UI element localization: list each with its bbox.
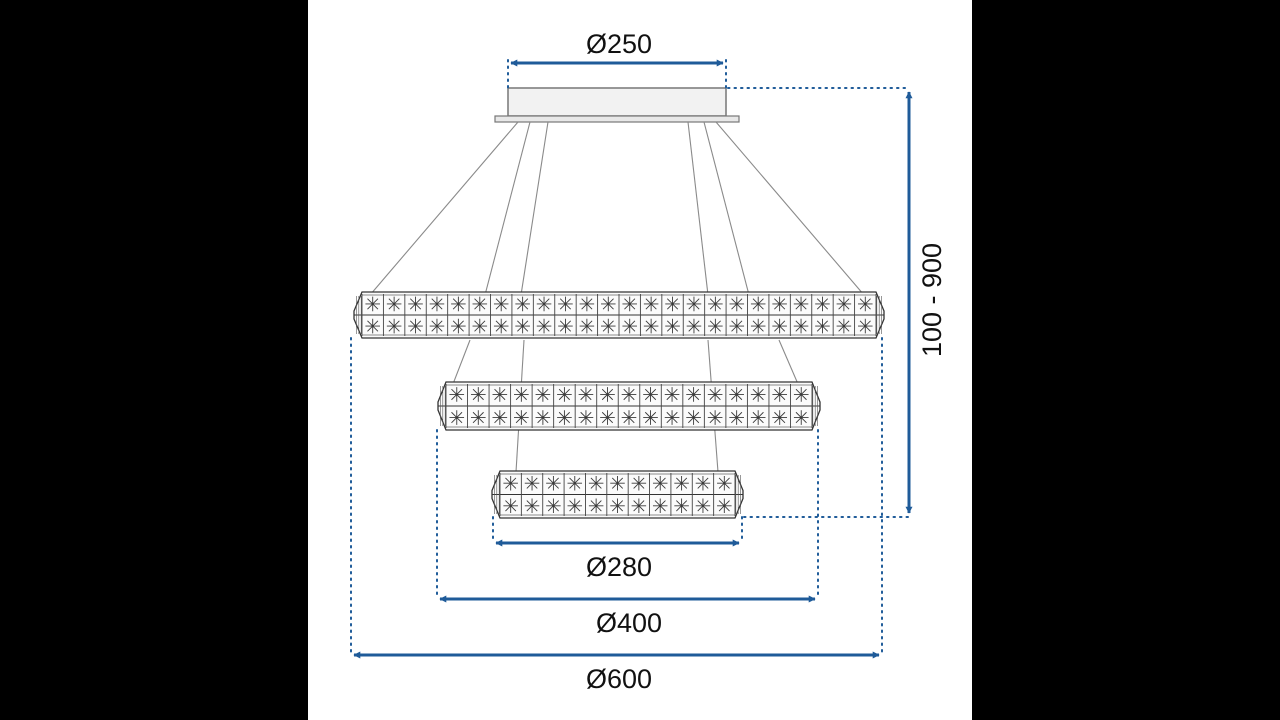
crystal-rings — [353, 291, 885, 519]
wire-large-left — [369, 121, 519, 296]
wire-large-right-inner — [703, 121, 750, 296]
wire-large-right — [715, 121, 865, 296]
lamp-dimension-diagram: Ø250 Ø280 Ø400 Ø600 100 - 900 — [350, 29, 947, 694]
large-ring-diameter-label: Ø600 — [586, 664, 652, 694]
wire-medium-right-lower — [778, 339, 799, 385]
wire-medium-right-upper — [687, 121, 709, 296]
wire-large-left-inner — [484, 121, 531, 296]
wire-medium-left-lower — [452, 339, 471, 385]
extension-lines — [350, 59, 909, 655]
canopy-body — [507, 87, 727, 117]
canopy-diameter-label: Ø250 — [586, 29, 652, 59]
ceiling-canopy — [494, 87, 740, 123]
dimension-arrows — [353, 59, 913, 659]
drawing-sheet: Ø250 Ø280 Ø400 Ø600 100 - 900 — [308, 0, 972, 720]
medium-ring — [437, 381, 821, 431]
small-ring — [491, 470, 744, 519]
small-ring-diameter-label: Ø280 — [586, 552, 652, 582]
canopy-plate — [494, 115, 740, 123]
wire-medium-left-upper — [520, 121, 549, 296]
medium-ring-diameter-label: Ø400 — [596, 608, 662, 638]
height-range-label: 100 - 900 — [917, 243, 947, 357]
large-ring — [353, 291, 885, 339]
